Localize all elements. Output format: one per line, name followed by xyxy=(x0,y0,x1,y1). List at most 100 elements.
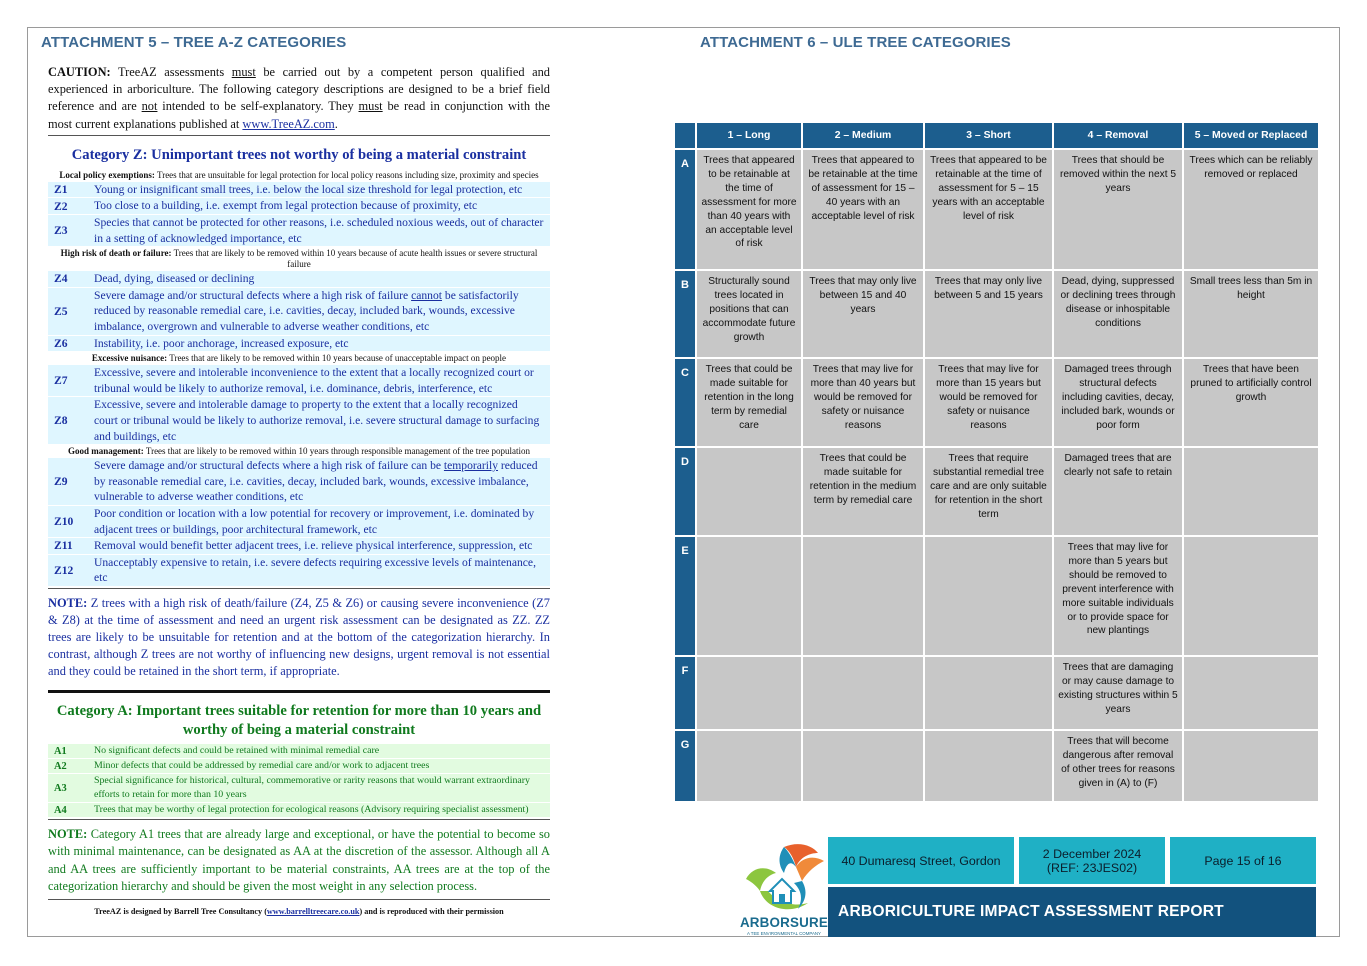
category-z-list: Local policy exemptions: Trees that are … xyxy=(48,169,550,586)
category-code: A4 xyxy=(54,804,67,816)
table-cell xyxy=(925,731,1052,801)
category-z-item: Z7 Excessive, severe and intolerable inco… xyxy=(48,365,550,397)
tree-az-panel: CAUTION: TreeAZ assessments must be carr… xyxy=(48,64,550,916)
footer-report-title: ARBORICULTURE IMPACT ASSESSMENT REPORT xyxy=(828,887,1316,937)
category-code: Z7 xyxy=(54,374,68,388)
table-row-label: A xyxy=(675,150,695,269)
table-row-label: D xyxy=(675,448,695,535)
table-cell: Structurally sound trees located in posi… xyxy=(697,271,801,357)
table-cell xyxy=(803,657,923,729)
table-cell xyxy=(1184,731,1318,801)
category-description: Removal would benefit better adjacent tr… xyxy=(94,539,533,553)
table-row-label: F xyxy=(675,657,695,729)
category-a-item: A4 Trees that may be worthy of legal prot… xyxy=(48,803,550,818)
category-description: Special significance for historical, cul… xyxy=(94,775,530,801)
table-cell xyxy=(697,731,801,801)
category-code: Z6 xyxy=(54,336,68,350)
category-a-item: A3 Special significance for historical, c… xyxy=(48,774,550,803)
table-cell xyxy=(925,537,1052,655)
category-code: A3 xyxy=(54,782,67,794)
table-row: D Trees that could be made suitable for r… xyxy=(675,448,1318,535)
table-cell: Trees that have been pruned to artificia… xyxy=(1184,359,1318,446)
category-z-heading: Category Z: Unimportant trees not worthy… xyxy=(71,146,527,163)
table-cell: Trees that will become dangerous after r… xyxy=(1054,731,1182,801)
category-code: Z4 xyxy=(54,272,68,286)
category-z-subheading: Good management: Trees that are likely t… xyxy=(68,446,530,457)
table-row-label: G xyxy=(675,731,695,801)
table-cell xyxy=(697,537,801,655)
table-column-header: 3 – Short xyxy=(925,123,1052,148)
category-z-subheading: Excessive nuisance: Trees that are likel… xyxy=(91,353,507,364)
divider xyxy=(48,587,550,589)
table-cell xyxy=(1184,657,1318,729)
category-description: Instability, i.e. poor anchorage, increa… xyxy=(94,336,349,350)
divider xyxy=(48,898,550,900)
category-z-item: Z4 Dead, dying, diseased or declining xyxy=(48,271,550,287)
category-description: Severe damage and/or structural defects … xyxy=(94,459,538,504)
category-description: Severe damage and/or structural defects … xyxy=(94,288,519,333)
category-code: Z1 xyxy=(54,183,68,197)
divider xyxy=(48,134,550,136)
table-cell xyxy=(803,731,923,801)
tree-house-logo-icon xyxy=(746,844,824,910)
table-corner xyxy=(675,123,695,148)
table-column-header: 2 – Medium xyxy=(803,123,923,148)
logo-wordmark: ARBORSURE xyxy=(739,915,829,930)
treeaz-link[interactable]: www.TreeAZ.com xyxy=(242,116,335,131)
category-description: Minor defects that could be addressed by… xyxy=(94,760,430,772)
category-z-note: NOTE: Z trees with a high risk of death/… xyxy=(48,595,550,679)
table-cell: Trees that appeared to be retainable at … xyxy=(697,150,801,269)
category-code: Z12 xyxy=(54,563,74,577)
category-description: Unacceptably expensive to retain, i.e. s… xyxy=(94,555,536,585)
table-cell xyxy=(697,448,801,535)
table-cell: Trees that are damaging or may cause dam… xyxy=(1054,657,1182,729)
category-description: Young or insignificant small trees, i.e.… xyxy=(94,182,523,196)
barrell-link[interactable]: www.barrelltreecare.co.uk xyxy=(266,906,360,916)
table-cell: Trees that could be made suitable for re… xyxy=(697,359,801,446)
table-cell: Trees that could be made suitable for re… xyxy=(803,448,923,535)
table-cell: Small trees less than 5m in height xyxy=(1184,271,1318,357)
table-cell: Trees that may live for more than 15 yea… xyxy=(925,359,1052,446)
table-row: G Trees that will become dangerous after … xyxy=(675,731,1318,801)
table-column-header: 4 – Removal xyxy=(1054,123,1182,148)
category-code: A1 xyxy=(54,745,67,757)
category-code: Z8 xyxy=(54,414,68,428)
category-description: Trees that may be worthy of legal protec… xyxy=(94,804,529,816)
table-row-label: B xyxy=(675,271,695,357)
table-cell: Dead, dying, suppressed or declining tre… xyxy=(1054,271,1182,357)
category-description: Excessive, severe and intolerable inconv… xyxy=(94,366,534,395)
table-row-label: C xyxy=(675,359,695,446)
category-code: Z2 xyxy=(54,199,68,213)
table-cell xyxy=(1184,448,1318,535)
treeaz-credit: TreeAZ is designed by Barrell Tree Consu… xyxy=(94,906,504,916)
category-z-item: Z5 Severe damage and/or structural defect… xyxy=(48,287,550,335)
table-row: F Trees that are damaging or may cause da… xyxy=(675,657,1318,729)
category-a-note: NOTE: Category A1 trees that are already… xyxy=(48,827,550,893)
category-code: Z9 xyxy=(54,475,68,489)
table-cell xyxy=(925,657,1052,729)
category-z-subheading: High risk of death or failure: Trees tha… xyxy=(60,248,538,270)
footer-date: 2 December 2024(REF: 23JES02) xyxy=(1019,837,1165,884)
table-cell: Trees that may live for more than 5 year… xyxy=(1054,537,1182,655)
category-code: Z5 xyxy=(54,304,68,318)
table-column-header: 1 – Long xyxy=(697,123,801,148)
table-cell: Damaged trees that are clearly not safe … xyxy=(1054,448,1182,535)
divider-thick xyxy=(48,690,550,694)
category-code: Z3 xyxy=(54,224,68,238)
divider xyxy=(48,819,550,821)
category-description: Species that cannot be protected for oth… xyxy=(94,216,544,245)
table-row-label: E xyxy=(675,537,695,655)
category-description: Dead, dying, diseased or declining xyxy=(94,272,255,286)
page-frame xyxy=(27,27,1340,937)
attachment-5-title: ATTACHMENT 5 – TREE A-Z CATEGORIES xyxy=(41,34,347,51)
